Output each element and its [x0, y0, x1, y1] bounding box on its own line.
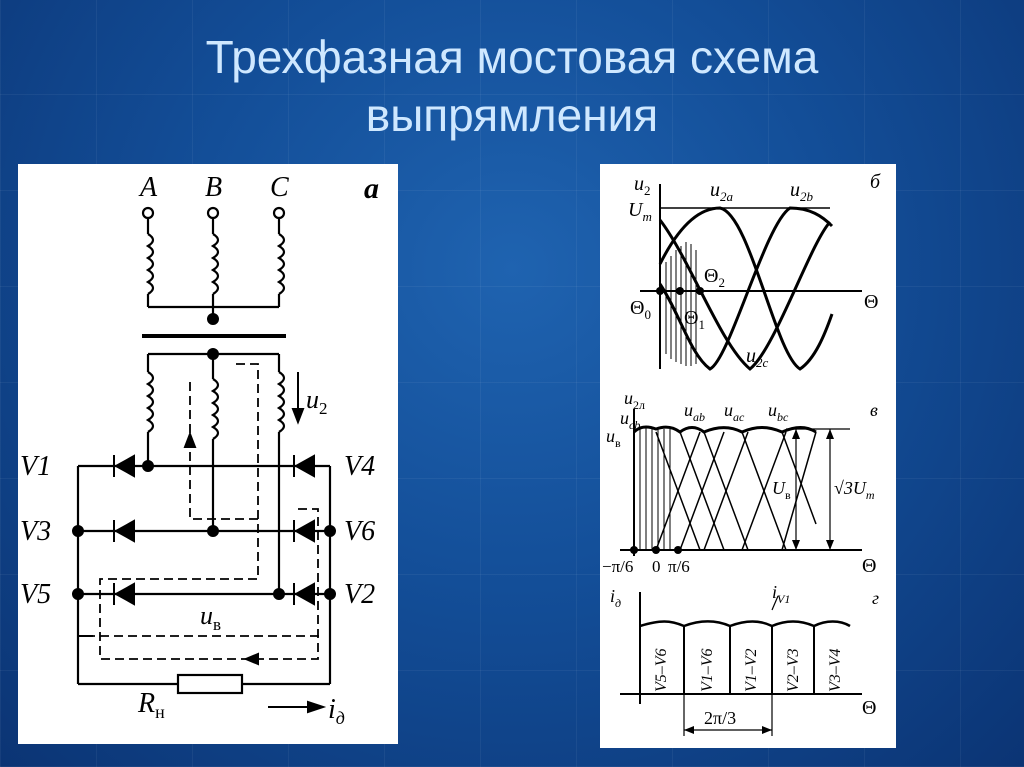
- plot-g-iv1-label: iV1: [772, 582, 790, 606]
- phase-label-c: C: [270, 172, 289, 203]
- plot-v-x-label: Θ: [862, 555, 876, 577]
- plot-g-period: 2π/3: [704, 708, 736, 728]
- plot-b: [640, 184, 862, 371]
- plot-g-interval-0: V5–V6: [653, 648, 670, 692]
- plot-g-panel-label: г: [872, 588, 879, 608]
- u2-label: u2: [306, 385, 328, 418]
- phase-label-a: A: [138, 172, 158, 203]
- title-line-1: Трехфазная мостовая схема: [205, 31, 819, 83]
- plot-b-theta1: Θ1: [684, 307, 705, 332]
- load-label: Rн: [137, 688, 165, 722]
- plot-g-interval-1: V1–V6: [699, 648, 716, 692]
- plot-g-interval-3: V2–V3: [785, 648, 802, 692]
- plot-b-panel-label: б: [870, 171, 881, 193]
- plot-b-um-label: Um: [628, 199, 652, 224]
- plot-v-tick-0: −π/6: [602, 557, 633, 576]
- plot-v-uv-mean: Uв: [772, 478, 791, 502]
- plot-g-x-label: Θ: [862, 697, 876, 719]
- output-voltage-label: uв: [200, 601, 221, 634]
- plot-b-theta2: Θ2: [704, 265, 725, 290]
- plot-v-ubc: ubc: [768, 400, 789, 424]
- plot-g-interval-4: V3–V4: [827, 648, 844, 692]
- diode-label-v3: V3: [20, 516, 51, 547]
- slide-title: Трехфазная мостовая схема выпрямления: [0, 28, 1024, 144]
- diode-label-v6: V6: [344, 516, 375, 547]
- diode-label-v4: V4: [344, 451, 375, 482]
- waveforms-panel: u2 Um u2a u2b u2c Θ0 Θ1 Θ2 Θ б: [600, 164, 896, 748]
- plot-g-y-label: iд: [610, 586, 621, 610]
- waveform-plots: u2 Um u2a u2b u2c Θ0 Θ1 Θ2 Θ б: [602, 171, 881, 736]
- diode-label-v2: V2: [344, 579, 375, 610]
- plot-v-panel-label: в: [870, 400, 878, 420]
- plot-b-curve-c-label: u2c: [746, 345, 769, 370]
- plot-v-uac: uac: [724, 400, 745, 424]
- plot-v: [620, 409, 862, 556]
- diode-label-v5: V5: [20, 579, 51, 610]
- plot-v-ucb: ucb: [620, 408, 640, 432]
- circuit-panel: A B C а u2 V1 V3 V5 V4 V6 V2 uв Rн iд: [18, 164, 398, 744]
- phase-label-b: B: [205, 172, 222, 203]
- plot-v-tick-1: 0: [652, 557, 661, 576]
- plot-v-y-label: u2л: [624, 388, 645, 412]
- plot-v-amplitude: √3Um: [834, 478, 875, 502]
- plot-b-curve-a-label: u2a: [710, 179, 734, 204]
- plot-v-uab: uab: [684, 400, 705, 424]
- title-line-2: выпрямления: [365, 89, 659, 141]
- plot-b-y-label: u2: [634, 173, 651, 198]
- circuit-diagram: A B C а u2 V1 V3 V5 V4 V6 V2 uв Rн iд: [20, 172, 379, 728]
- plot-b-theta0: Θ0: [630, 297, 651, 322]
- plot-g-interval-2: V1–V2: [743, 648, 760, 692]
- panel-label-a: а: [364, 172, 379, 205]
- plot-v-tick-2: π/6: [668, 557, 690, 576]
- plot-b-curve-b-label: u2b: [790, 179, 814, 204]
- plot-v-uv: uв: [606, 426, 621, 450]
- plot-g: [620, 592, 862, 736]
- plot-b-x-label: Θ: [864, 291, 878, 313]
- diode-label-v1: V1: [20, 451, 51, 482]
- current-label: iд: [328, 694, 345, 728]
